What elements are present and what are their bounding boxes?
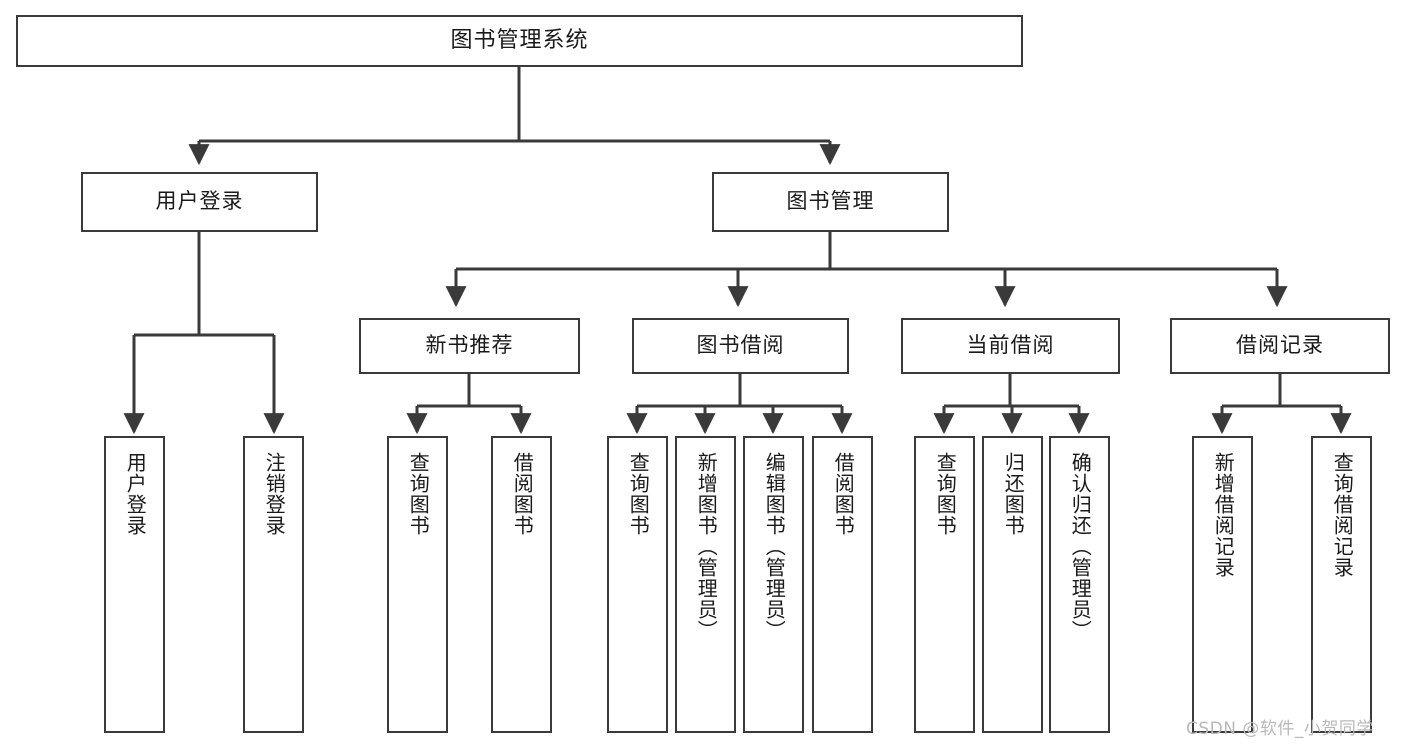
node-leaf-user-login[interactable]: 用户登录 <box>104 436 165 733</box>
node-new-book-rec-label: 新书推荐 <box>425 333 514 358</box>
node-root-label: 图书管理系统 <box>450 27 589 53</box>
node-leaf-query-record[interactable]: 查询借阅记录 <box>1311 436 1372 733</box>
node-leaf-query-book-1-label: 查询图书 <box>406 452 431 536</box>
node-leaf-return-book-label: 归还图书 <box>1001 452 1026 536</box>
node-new-book-rec[interactable]: 新书推荐 <box>359 318 580 374</box>
node-leaf-confirm-return[interactable]: 确认归还（管理员） <box>1049 436 1110 733</box>
node-current-borrow-label: 当前借阅 <box>966 333 1055 358</box>
node-borrow-record-label: 借阅记录 <box>1236 333 1324 358</box>
node-leaf-query-record-label: 查询借阅记录 <box>1330 452 1355 578</box>
node-book-manage-label: 图书管理 <box>786 189 875 214</box>
node-leaf-borrow-book-1-label: 借阅图书 <box>510 452 535 536</box>
node-book-borrow[interactable]: 图书借阅 <box>632 318 849 374</box>
node-leaf-user-login-label: 用户登录 <box>123 452 148 536</box>
node-leaf-logout-label: 注销登录 <box>262 452 287 536</box>
node-leaf-borrow-book-2-label: 借阅图书 <box>831 452 856 536</box>
node-leaf-query-book-2[interactable]: 查询图书 <box>607 436 668 733</box>
node-leaf-return-book[interactable]: 归还图书 <box>982 436 1043 733</box>
node-book-borrow-label: 图书借阅 <box>696 333 785 358</box>
node-leaf-add-record[interactable]: 新增借阅记录 <box>1192 436 1253 733</box>
node-leaf-query-book-1[interactable]: 查询图书 <box>387 436 448 733</box>
node-root[interactable]: 图书管理系统 <box>16 15 1023 67</box>
node-leaf-add-record-label: 新增借阅记录 <box>1211 452 1236 578</box>
node-borrow-record[interactable]: 借阅记录 <box>1170 318 1390 374</box>
node-user-login[interactable]: 用户登录 <box>81 172 318 232</box>
node-leaf-borrow-book-2[interactable]: 借阅图书 <box>812 436 873 733</box>
node-leaf-confirm-return-label: 确认归还（管理员） <box>1068 452 1093 641</box>
node-user-login-label: 用户登录 <box>155 189 244 214</box>
node-leaf-logout[interactable]: 注销登录 <box>243 436 304 733</box>
watermark-label: CSDN @软件_小贺同学 <box>1186 719 1374 739</box>
node-leaf-query-book-2-label: 查询图书 <box>626 452 651 536</box>
node-leaf-add-book-label: 新增图书（管理员） <box>694 452 719 641</box>
node-current-borrow[interactable]: 当前借阅 <box>901 318 1120 374</box>
node-leaf-query-book-3-label: 查询图书 <box>933 452 958 536</box>
node-leaf-borrow-book-1[interactable]: 借阅图书 <box>491 436 552 733</box>
node-leaf-query-book-3[interactable]: 查询图书 <box>914 436 975 733</box>
node-book-manage[interactable]: 图书管理 <box>712 172 949 232</box>
node-leaf-edit-book[interactable]: 编辑图书（管理员） <box>743 436 804 733</box>
node-leaf-add-book[interactable]: 新增图书（管理员） <box>675 436 736 733</box>
node-leaf-edit-book-label: 编辑图书（管理员） <box>762 452 787 641</box>
